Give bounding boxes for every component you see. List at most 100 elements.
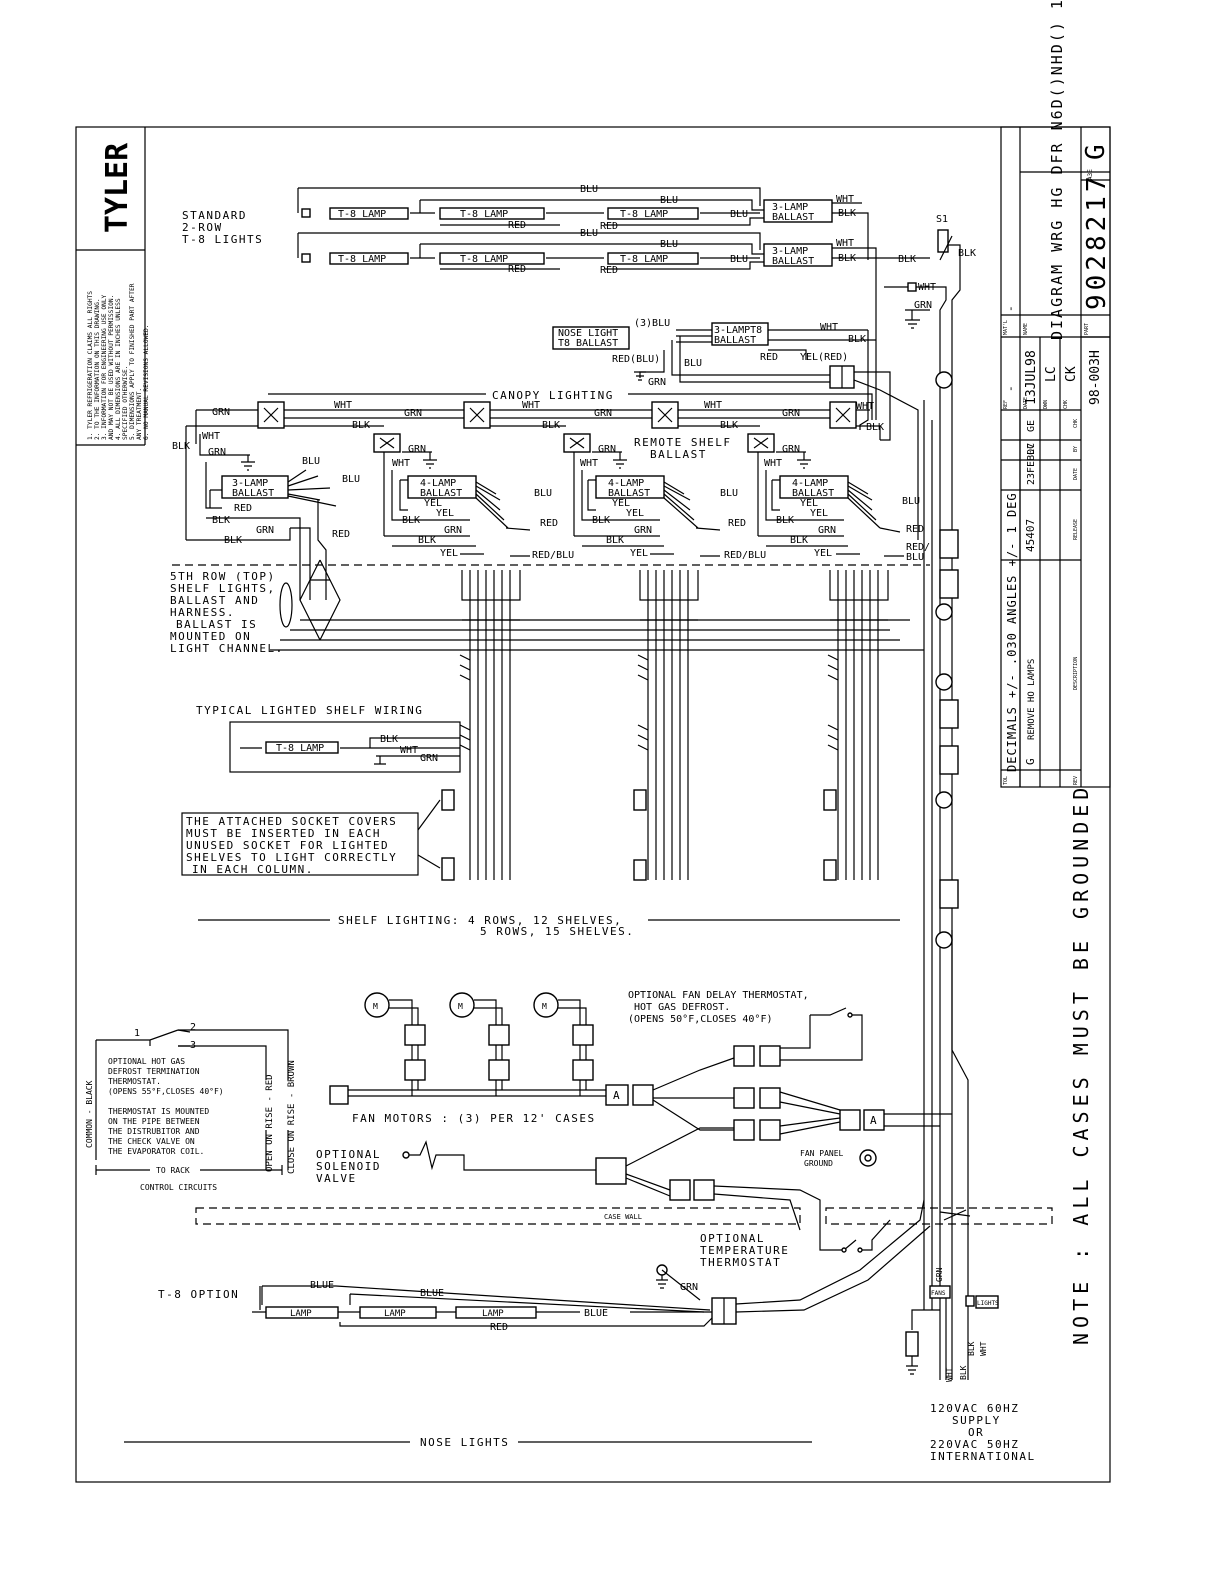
fan-delay-label: (OPENS 50°F,CLOSES 40°F) xyxy=(628,1014,773,1025)
socket-note-line: UNUSED SOCKET FOR LIGHTED xyxy=(186,839,389,852)
sheet-border xyxy=(75,126,1111,1483)
matl-header: MAT'L xyxy=(1003,320,1009,335)
wire-blu: BLU xyxy=(580,184,598,195)
ballast-group-2: WHT GRN 4-LAMP BALLAST BLU YEL YEL BLK G… xyxy=(563,433,766,561)
wire-red: RED xyxy=(332,529,350,540)
temp-thermostat-label: THERMOSTAT xyxy=(700,1256,781,1269)
note-line: 4. ALL DIMENSIONS ARE IN INCHES UNLESS xyxy=(115,298,122,440)
ballast-label: BALLAST xyxy=(772,256,814,267)
wire-blk: BLK xyxy=(224,535,242,546)
ballast-label: BALLAST xyxy=(714,335,756,346)
canopy-connector xyxy=(257,401,285,429)
fan-motor: M xyxy=(449,992,475,1018)
wire-blk: BLK xyxy=(967,1341,976,1356)
wire-grn: GRN xyxy=(914,300,932,311)
wire-blk: BLK xyxy=(866,422,884,433)
wire-grn: GRN xyxy=(408,444,426,455)
chk-small-label: CHK xyxy=(1063,400,1069,409)
typical-shelf-wiring: TYPICAL LIGHTED SHELF WIRING T-8 LAMP BL… xyxy=(196,704,461,881)
fan-motor-section: M M M A FAN MOTORS : (3) PER 12' CASES O… xyxy=(316,990,952,1231)
supply-label: SUPPLY xyxy=(952,1414,1001,1427)
ballast-3lamp-t8 xyxy=(711,322,769,346)
note-line: 6. NO MANUAL REVISIONS ALLOWED. xyxy=(143,325,150,440)
fan-motors-label: FAN MOTORS : (3) PER 12' CASES xyxy=(352,1112,596,1125)
wire-red: RED xyxy=(490,1322,508,1333)
part-number: 9028217 xyxy=(1082,172,1112,310)
solenoid-label: SOLENOID xyxy=(316,1160,381,1173)
lamp-label: T-8 LAMP xyxy=(620,254,668,265)
dwn-small-label: DWN xyxy=(1043,400,1049,409)
ballast-3lamp-2 xyxy=(763,243,833,267)
fan-motor: M xyxy=(533,992,559,1018)
ballast-group-1: WHT GRN 4-LAMP BALLAST BLU YEL YEL BLK G… xyxy=(373,433,574,561)
rev-row-description: REMOVE HO LAMPS xyxy=(1027,659,1037,740)
nose-light-ballast: NOSE LIGHT T8 BALLAST 3-LAMPT8 BALLAST (… xyxy=(552,318,919,540)
common-black: COMMON - BLACK xyxy=(85,1080,94,1148)
note-line: 1. TYLER REFRIGERATION CLAIMS ALL RIGHTS xyxy=(87,291,94,440)
fifth-row-note: 5TH ROW (TOP) SHELF LIGHTS, BALLAST AND … xyxy=(170,570,282,655)
supply-label: INTERNATIONAL xyxy=(930,1450,1036,1463)
wire-wht: WHT xyxy=(918,282,936,293)
wire-wht: WHT xyxy=(334,400,352,411)
case-wall: CASE WALL OPTIONAL TEMPERATURE THERMOSTA… xyxy=(195,1207,1053,1269)
socket-note-line: SHELVES TO LIGHT CORRECTLY xyxy=(186,851,397,864)
wire-red-slash: RED/ xyxy=(906,542,930,553)
lamp-label: T-8 LAMP xyxy=(338,209,386,220)
fifth-row-label: 5TH ROW (TOP) xyxy=(170,570,276,583)
wire-yel: YEL xyxy=(424,498,442,509)
fan-delay-label: HOT GAS DEFROST. xyxy=(634,1002,730,1013)
wire-blu: BLU xyxy=(580,228,598,239)
wire-blk: BLK xyxy=(212,515,230,526)
wire-blu: BLU xyxy=(730,209,748,220)
thermostat-mount: THE DISTRUBITOR AND xyxy=(108,1127,200,1136)
shelf-lighting-label: SHELF LIGHTING: 4 ROWS, 12 SHELVES, xyxy=(338,914,622,927)
wire-grn: GRN xyxy=(256,525,274,536)
wire-grn: GRN xyxy=(444,525,462,536)
ballast-label: 4-LAMP xyxy=(608,478,644,489)
wire-blu: BLU xyxy=(720,488,738,499)
hot-gas-label: THERMOSTAT. xyxy=(108,1077,161,1086)
shelf-connector xyxy=(747,433,775,453)
shelf-lighting-label: 5 ROWS, 15 SHELVES. xyxy=(480,925,634,938)
rev-row-by: LC xyxy=(1026,443,1037,455)
date-header: DATE xyxy=(1073,468,1079,480)
ballast-label: BALLAST xyxy=(608,488,650,499)
wire-wht: WHT xyxy=(836,238,854,249)
wire-wht: WHT xyxy=(400,745,418,756)
wire-red: RED xyxy=(600,265,618,276)
harness-column-3 xyxy=(823,570,889,881)
solenoid-label: OPTIONAL xyxy=(316,1148,381,1161)
wire-wht: WHT xyxy=(945,1367,954,1382)
standard-label: STANDARD xyxy=(182,209,247,222)
rev-row-date: 23FEB07 xyxy=(1026,443,1037,485)
wire-wht: WHT xyxy=(392,458,410,469)
wire-blk: BLK xyxy=(592,515,610,526)
canopy-label: CANOPY LIGHTING xyxy=(492,389,614,402)
wire-yel: YEL xyxy=(440,548,458,559)
wire-blue: BLUE xyxy=(420,1288,444,1299)
wire-blk: BLK xyxy=(898,254,916,265)
wire-grn: GRN xyxy=(208,447,226,458)
release-header: RELEASE xyxy=(1073,519,1079,540)
standard-label: T-8 LIGHTS xyxy=(182,233,263,246)
name-header: NAME xyxy=(1023,323,1029,335)
lamp-label: T-8 LAMP xyxy=(276,743,324,754)
wire-wht: WHT xyxy=(580,458,598,469)
fifth-row-label: MOUNTED ON xyxy=(170,630,251,643)
by-header: BY xyxy=(1073,446,1079,452)
rev-row-letter: G xyxy=(1024,758,1037,765)
sheet-notes: 1. TYLER REFRIGERATION CLAIMS ALL RIGHTS… xyxy=(87,283,150,440)
wire-yel: YEL xyxy=(814,548,832,559)
socket-note-line: MUST BE INSERTED IN EACH xyxy=(186,827,381,840)
wire-blk: BLK xyxy=(958,248,976,259)
wire-wht: WHT xyxy=(820,322,838,333)
wire-red-blu: RED/BLU xyxy=(724,550,766,561)
t8-option-label: T-8 OPTION xyxy=(158,1288,239,1301)
supply-label: OR xyxy=(968,1426,984,1439)
control-circuits-label: CONTROL CIRCUITS xyxy=(140,1183,217,1192)
note-line: ANY TREATMENT. xyxy=(136,388,143,440)
rev-letter: G xyxy=(1081,144,1111,160)
date-small-label: DATE xyxy=(1023,397,1029,409)
supply-label: 220VAC 50HZ xyxy=(930,1438,1019,1451)
wire-blk: BLK xyxy=(838,253,856,264)
